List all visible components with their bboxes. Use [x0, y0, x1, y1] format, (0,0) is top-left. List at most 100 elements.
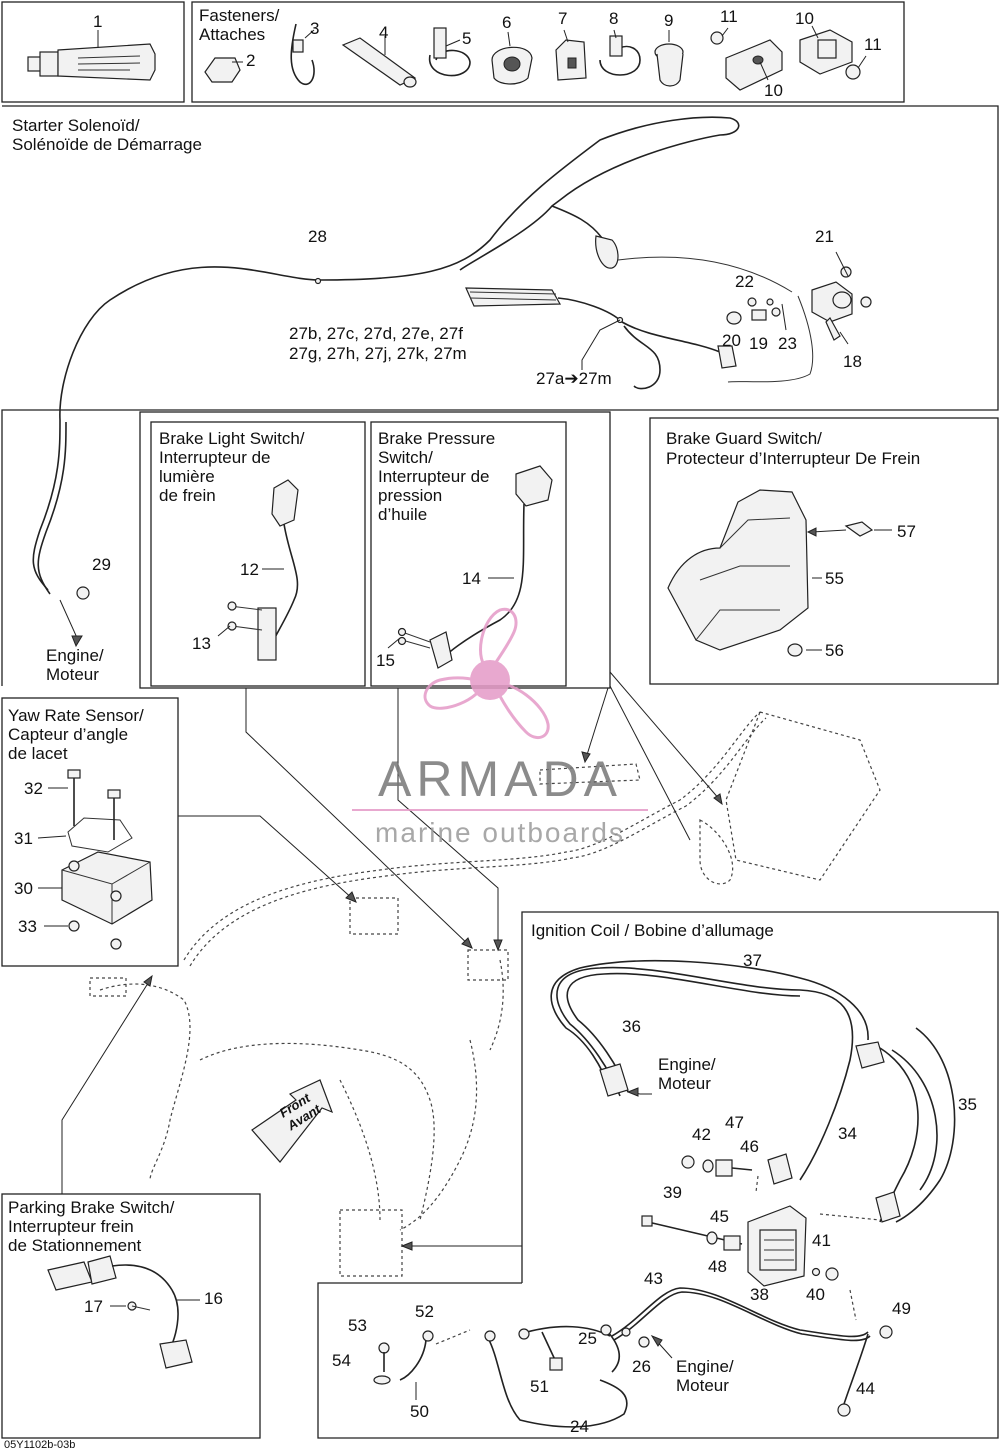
part-number: 15	[376, 651, 395, 670]
title-fasteners: Fasteners/Attaches	[199, 6, 280, 44]
part-number: 53	[348, 1316, 367, 1335]
frame-brake-pressure	[370, 421, 567, 687]
part-number: 55	[825, 569, 844, 588]
frame-fasteners	[191, 1, 905, 103]
part-number: 41	[812, 1231, 831, 1250]
drawing-code: 05Y1102b-03b	[4, 1439, 75, 1451]
main-harness-art	[61, 671, 881, 1277]
leader-pressure-to-harness	[397, 688, 499, 948]
part-number: 45	[710, 1207, 729, 1226]
part-number: 26	[632, 1357, 651, 1376]
part-number: 57	[897, 522, 916, 541]
part-number: 11	[864, 35, 882, 54]
parking-brake-art	[47, 1255, 200, 1369]
frame-sealant	[1, 1, 185, 103]
part-number: 48	[708, 1257, 727, 1276]
part-number: 1	[93, 12, 102, 31]
part-number: 9	[664, 11, 673, 30]
part-number: 38	[750, 1285, 769, 1304]
part-number: 51	[530, 1377, 549, 1396]
engine-arrows-ignition	[626, 1087, 673, 1359]
part-number: 31	[14, 829, 33, 848]
engine-label-ignition: Engine/Moteur	[658, 1055, 716, 1093]
brake-pressure-art	[387, 465, 553, 669]
harness-27a-label: 27a➔27m	[536, 369, 612, 388]
part-number: 8	[609, 9, 618, 28]
part-number: 35	[958, 1095, 977, 1114]
frame-brake-light	[150, 421, 366, 687]
part-number: 18	[843, 352, 862, 371]
part-number: 46	[740, 1137, 759, 1156]
propeller-icon	[423, 607, 550, 740]
part-number: 52	[415, 1302, 434, 1321]
part-number: 5	[462, 29, 471, 48]
starter-art	[32, 116, 872, 595]
part-number: 7	[558, 9, 567, 28]
part-number: 40	[806, 1285, 825, 1304]
leader-parking-to-harness	[61, 979, 151, 1194]
part-number: 30	[14, 879, 33, 898]
part-number: 28	[308, 227, 327, 246]
brake-guard-art	[667, 489, 892, 657]
part-number: 36	[622, 1017, 641, 1036]
frame-brake-guard	[649, 417, 999, 685]
fasteners-art	[204, 23, 867, 91]
part-number: 49	[892, 1299, 911, 1318]
part-number: 32	[24, 779, 43, 798]
title-brake-guard: Brake Guard Switch/Protecteur d’Interrup…	[666, 429, 920, 468]
title-ignition: Ignition Coil / Bobine d’allumage	[531, 921, 774, 940]
part-number: 47	[725, 1113, 744, 1132]
part-number: 20	[722, 331, 741, 350]
part-number: 33	[18, 917, 37, 936]
part-number: 12	[240, 560, 259, 579]
frame-parking	[1, 1193, 261, 1439]
part-number: 37	[743, 951, 762, 970]
part-number: 23	[778, 334, 797, 353]
part-number: 10	[764, 81, 783, 100]
frame-harness	[139, 411, 611, 689]
part-number: 34	[838, 1124, 857, 1143]
part-number: 17	[84, 1297, 103, 1316]
brake-light-art	[217, 479, 299, 661]
part-number: 25	[578, 1329, 597, 1348]
frame-starter	[1, 105, 999, 686]
brand-name: ARMADA	[378, 751, 622, 807]
engine-label-ground: Engine/Moteur	[676, 1357, 734, 1395]
title-starter: Starter Solenoïd/Solénoïde de Démarrage	[12, 116, 202, 154]
frame-ignition	[317, 911, 999, 1439]
ignition-art	[373, 960, 956, 1428]
front-arrow	[251, 1079, 334, 1163]
part-number: 44	[856, 1379, 875, 1398]
part-number: 29	[92, 555, 111, 574]
brand-tagline: marine outboards	[375, 817, 625, 848]
part-number: 4	[379, 23, 388, 42]
part-number: 43	[644, 1269, 663, 1288]
part-number: 10	[795, 9, 814, 28]
part-number: 19	[749, 334, 768, 353]
part-numbers: 1 2 3 4 5 6 7 8 9 11 10 10 11 28 21 22 2…	[14, 7, 977, 1436]
part-number: 6	[502, 13, 511, 32]
part-number: 54	[332, 1351, 351, 1370]
part-number: 56	[825, 641, 844, 660]
part-number: 11	[720, 7, 738, 26]
engine-label-starter: Engine/Moteur	[46, 646, 104, 684]
part-number: 16	[204, 1289, 223, 1308]
part-number: 14	[462, 569, 481, 588]
part-number: 22	[735, 272, 754, 291]
part-number: 42	[692, 1125, 711, 1144]
part-number: 50	[410, 1402, 429, 1421]
frame-yaw	[1, 697, 179, 967]
sealant-tube	[27, 30, 156, 81]
part-number: 3	[310, 19, 319, 38]
yaw-sensor-art	[37, 769, 153, 950]
leader-guard-to-harness	[609, 671, 721, 801]
engine-arrow-starter	[59, 586, 90, 648]
part-number: 24	[570, 1417, 589, 1436]
